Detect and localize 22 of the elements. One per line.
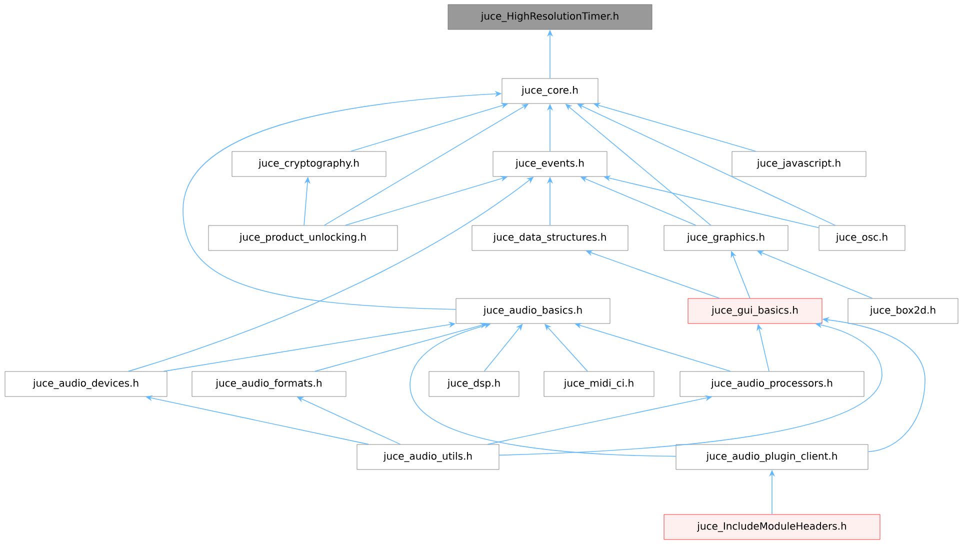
- header-file-box: juce_javascript.h: [732, 151, 866, 177]
- arrow: [410, 322, 676, 457]
- header-file-box: juce_core.h: [502, 78, 598, 104]
- header-file-box: juce_audio_plugin_client.h: [676, 444, 868, 470]
- header-file-box: juce_audio_formats.h: [192, 371, 346, 397]
- header-file-box: juce_gui_basics.h: [688, 298, 822, 324]
- header-file-box: juce_dsp.h: [428, 371, 520, 397]
- header-file-box: juce_data_structures.h: [472, 225, 628, 251]
- header-file-box: juce_audio_processors.h: [680, 371, 864, 397]
- arrow: [498, 322, 882, 456]
- header-file-box: juce_box2d.h: [848, 298, 958, 324]
- header-file-box: juce_IncludeModuleHeaders.h: [664, 514, 880, 540]
- header-file-box: juce_cryptography.h: [232, 151, 386, 177]
- header-file-box: juce_events.h: [492, 151, 608, 177]
- header-file-box: juce_HighResolutionTimer.h: [448, 4, 652, 30]
- header-file-box: juce_product_unlocking.h: [208, 225, 398, 251]
- header-file-box: juce_graphics.h: [664, 225, 788, 251]
- header-file-box: juce_audio_basics.h: [456, 298, 610, 324]
- header-file-box: juce_audio_utils.h: [356, 444, 500, 470]
- header-file-box: juce_audio_devices.h: [4, 371, 168, 397]
- header-file-box: juce_midi_ci.h: [544, 371, 654, 397]
- header-file-box: juce_osc.h: [818, 225, 906, 251]
